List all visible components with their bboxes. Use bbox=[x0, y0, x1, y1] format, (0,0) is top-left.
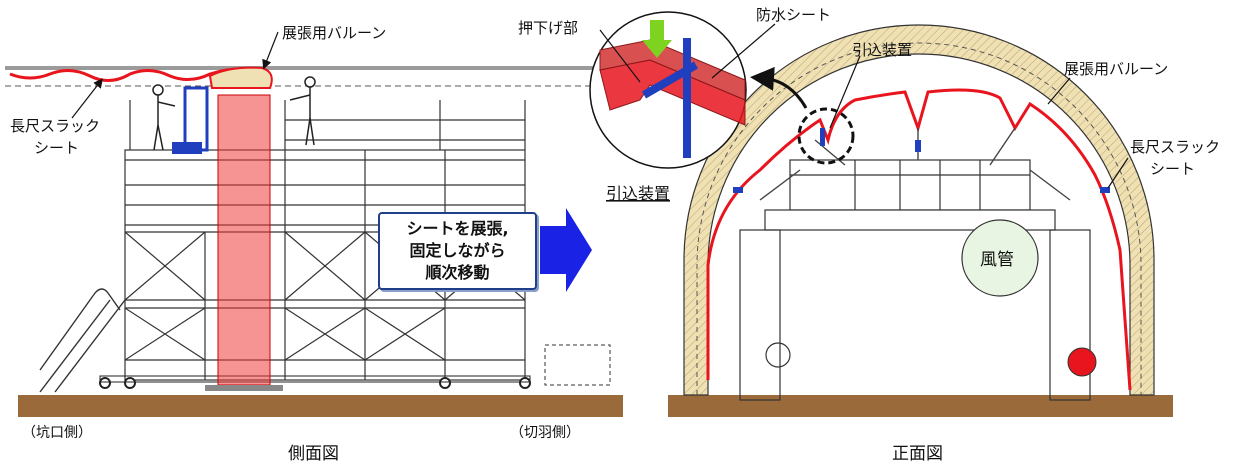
retract-device-highlight bbox=[797, 107, 855, 165]
blue-winch bbox=[183, 86, 209, 152]
push-down-arrow bbox=[642, 20, 672, 58]
front-slack-label-2: シート bbox=[1150, 160, 1195, 178]
side-view-caption: 側面図 bbox=[288, 444, 339, 464]
push-down-label: 押下げ部 bbox=[518, 19, 578, 37]
retract-device-label: 引込装置 bbox=[852, 41, 912, 59]
side-slack-label-1: 長尺スラック bbox=[10, 117, 100, 135]
face-side-label: （切羽側） bbox=[510, 425, 580, 441]
process-line-2: 固定しながら bbox=[409, 241, 506, 260]
process-line-3: 順次移動 bbox=[425, 263, 490, 282]
duct-label: 風管 bbox=[980, 250, 1014, 270]
slack-sheet-side bbox=[9, 67, 263, 82]
stairs bbox=[39, 288, 126, 393]
front-view-caption: 正面図 bbox=[892, 444, 943, 464]
process-line-1: シートを展張, bbox=[406, 219, 509, 238]
push-down-leader bbox=[599, 29, 641, 83]
waterproof-leader bbox=[711, 23, 776, 79]
worker-left bbox=[152, 84, 176, 151]
air-duct bbox=[961, 219, 1039, 297]
waterproof-sheet-label: 防水シート bbox=[756, 6, 831, 24]
front-view: 押下げ部 防水シート 引込装置 引込装置 展張用バルーン 長尺スラック シート … bbox=[518, 6, 1220, 464]
tunnel-lining bbox=[683, 24, 1155, 396]
balloon-sheet-front bbox=[706, 88, 1132, 391]
retract-device-detail-label: 引込装置 bbox=[606, 184, 670, 203]
slack-sheet-leader bbox=[71, 78, 103, 119]
front-balloon-leader bbox=[1047, 77, 1071, 105]
trolley-base bbox=[99, 375, 531, 383]
sheet-reel bbox=[1067, 347, 1097, 377]
trolley-wheels bbox=[99, 377, 531, 389]
balloon-column-base bbox=[205, 385, 283, 391]
blue-winch-base bbox=[172, 142, 202, 154]
front-slack-label-1: 長尺スラック bbox=[1130, 138, 1220, 156]
reel-left bbox=[765, 342, 791, 368]
tunnel-crown-line bbox=[5, 66, 625, 70]
side-balloon-label: 展張用バルーン bbox=[282, 24, 386, 42]
face-side-structure bbox=[544, 344, 611, 386]
worker-right bbox=[289, 76, 316, 146]
callout-curve-arrow bbox=[750, 66, 808, 109]
front-slack-leader bbox=[1107, 157, 1129, 189]
progress-arrow bbox=[540, 208, 592, 292]
retract-leader bbox=[829, 55, 861, 129]
side-slack-label-2: シート bbox=[34, 139, 79, 157]
ground-side bbox=[18, 395, 623, 417]
ground-front bbox=[668, 395, 1173, 417]
portal-side-label: （坑口側） bbox=[22, 425, 92, 441]
balloon-side bbox=[208, 66, 273, 89]
balloon-leader bbox=[262, 31, 279, 70]
bracket-markers bbox=[733, 128, 1110, 193]
balloon-column bbox=[217, 94, 271, 386]
inner-dashed-arch bbox=[696, 42, 1142, 395]
front-balloon-label: 展張用バルーン bbox=[1064, 60, 1168, 78]
process-note: シートを展張, 固定しながら 順次移動 bbox=[378, 212, 537, 290]
gantry-frame bbox=[739, 159, 1091, 401]
